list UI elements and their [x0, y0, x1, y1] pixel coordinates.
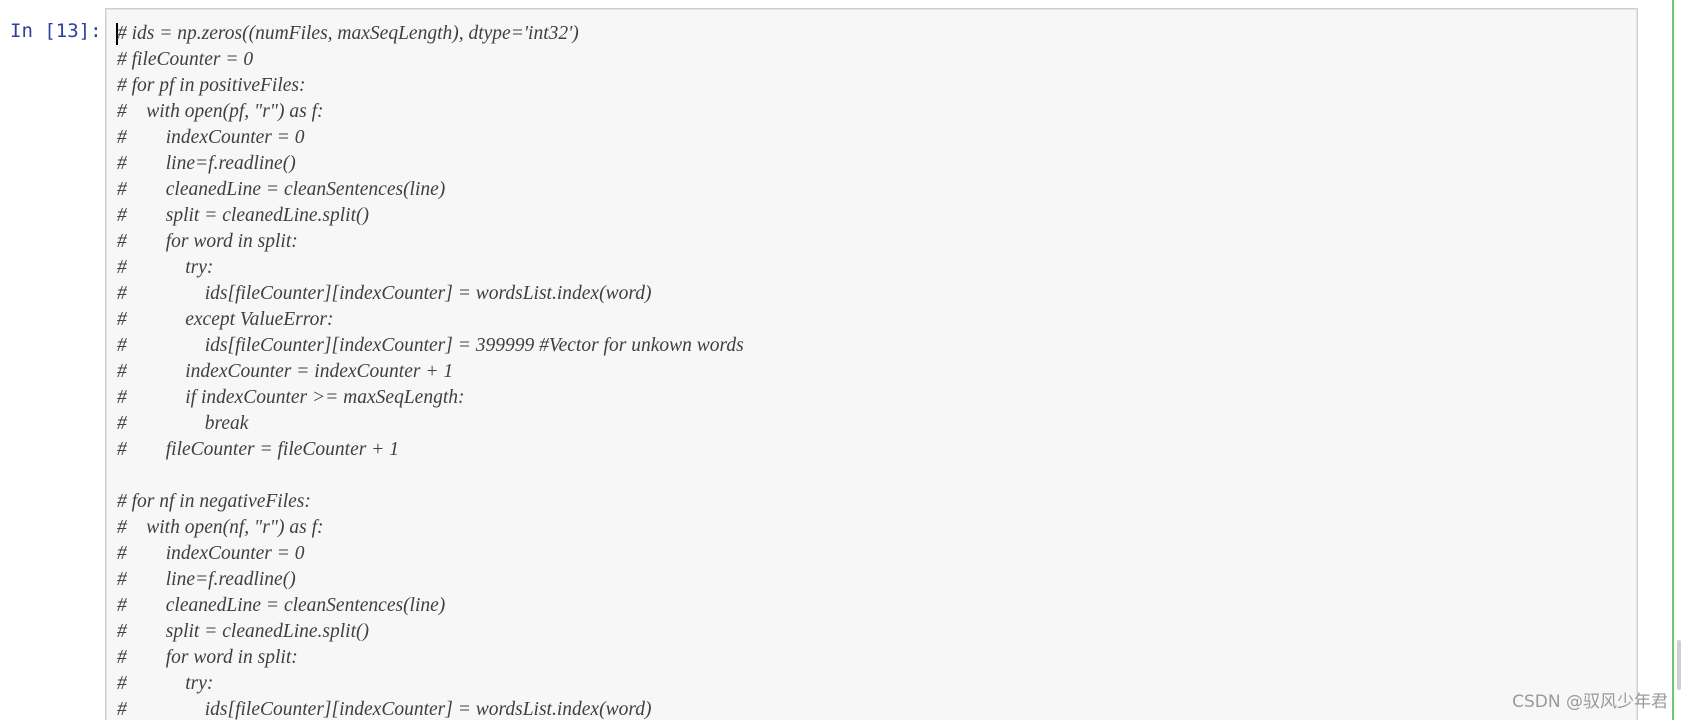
- code-line: # ids[fileCounter][indexCounter] = words…: [117, 699, 652, 720]
- code-line: # fileCounter = fileCounter + 1: [117, 439, 399, 460]
- code-cell-editor[interactable]: # ids = np.zeros((numFiles, maxSeqLength…: [105, 8, 1638, 720]
- code-line: # except ValueError:: [117, 309, 334, 330]
- code-line: # break: [117, 413, 249, 434]
- scrollbar-thumb[interactable]: [1677, 640, 1681, 690]
- code-line: # cleanedLine = cleanSentences(line): [117, 595, 446, 616]
- code-lines: # ids = np.zeros((numFiles, maxSeqLength…: [117, 21, 744, 720]
- code-line: # for pf in positiveFiles:: [117, 75, 306, 96]
- code-line: # try:: [117, 673, 214, 694]
- watermark: CSDN @驭风少年君: [1512, 692, 1668, 712]
- code-line: # if indexCounter >= maxSeqLength:: [117, 387, 465, 408]
- code-line: # split = cleanedLine.split(): [117, 205, 370, 226]
- scrollbar[interactable]: [1676, 0, 1682, 720]
- code-line: # for word in split:: [117, 647, 298, 668]
- code-line: # split = cleanedLine.split(): [117, 621, 370, 642]
- code-line: # indexCounter = indexCounter + 1: [117, 361, 454, 382]
- code-line: # indexCounter = 0: [117, 127, 305, 148]
- code-line: # line=f.readline(): [117, 569, 296, 590]
- text-cursor: [116, 23, 118, 45]
- code-line: # ids = np.zeros((numFiles, maxSeqLength…: [117, 23, 579, 44]
- code-line: # with open(nf, "r") as f:: [117, 517, 324, 538]
- code-line: # line=f.readline(): [117, 153, 296, 174]
- code-line: # cleanedLine = cleanSentences(line): [117, 179, 446, 200]
- cell-prompt: In [13]:: [10, 20, 102, 42]
- code-line: # ids[fileCounter][indexCounter] = 39999…: [117, 335, 744, 356]
- code-line: # for nf in negativeFiles:: [117, 491, 311, 512]
- code-line: # fileCounter = 0: [117, 49, 254, 70]
- code-line: [117, 463, 744, 489]
- code-line: # try:: [117, 257, 214, 278]
- code-line: # ids[fileCounter][indexCounter] = words…: [117, 283, 652, 304]
- code-line: # with open(pf, "r") as f:: [117, 101, 324, 122]
- code-line: # indexCounter = 0: [117, 543, 305, 564]
- cell-selection-indicator: [1672, 0, 1674, 720]
- code-line: # for word in split:: [117, 231, 298, 252]
